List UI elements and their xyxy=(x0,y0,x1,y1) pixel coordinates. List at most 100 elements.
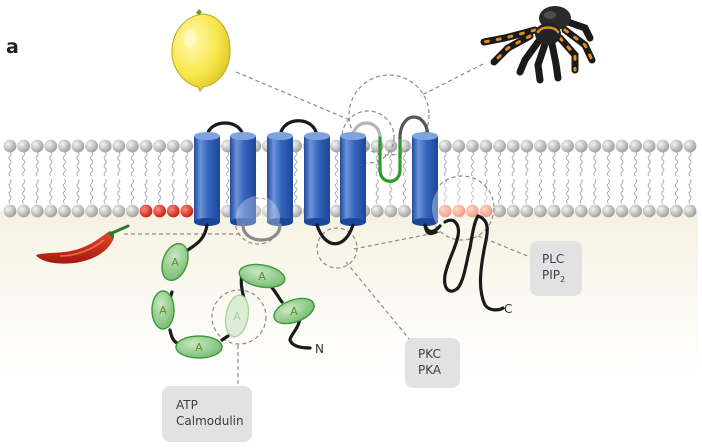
lipid-tail xyxy=(620,151,624,177)
lipid-head xyxy=(629,139,642,153)
lipid-tail xyxy=(511,151,515,177)
lipid-head xyxy=(479,139,493,153)
lipid-head xyxy=(17,204,30,218)
lipid-tail xyxy=(593,151,597,177)
lipid-head xyxy=(85,139,98,153)
lipid-tail xyxy=(606,179,610,204)
ankyrin-repeat: A xyxy=(273,297,315,325)
callout-plc-pip: PIP xyxy=(542,268,561,282)
lipid-tail xyxy=(661,151,665,177)
lipid-head xyxy=(642,139,656,153)
lipid-tail xyxy=(593,179,597,204)
lipid-tail xyxy=(443,151,447,177)
lipid-tail xyxy=(484,151,488,177)
callout-plc-line1: PLC xyxy=(542,252,565,266)
lipid-head xyxy=(58,204,71,218)
lipid-tail xyxy=(674,151,678,177)
callout-plc-sub: 2 xyxy=(560,275,566,284)
lipid-head xyxy=(180,139,194,153)
lipid-head-pip2 xyxy=(452,204,466,218)
helix-s5 xyxy=(340,132,366,226)
lipid-tail xyxy=(525,179,529,204)
lipid-head xyxy=(384,139,398,153)
lipid-tail xyxy=(634,151,638,177)
lipid-head xyxy=(615,204,629,218)
pip2-highlight xyxy=(432,178,492,238)
lipid-tail xyxy=(484,179,488,204)
ankyrin-label: A xyxy=(195,341,203,354)
lipid-tail xyxy=(294,151,298,177)
ankyrin-repeat: A xyxy=(224,294,250,338)
lipid-head xyxy=(166,139,180,153)
lipid-head xyxy=(642,204,656,218)
c-terminal-start xyxy=(423,223,438,236)
lipid-head xyxy=(370,139,384,153)
loop-pore-s6 xyxy=(398,115,430,140)
lipid-head xyxy=(3,204,17,218)
lipid-head xyxy=(629,204,642,218)
lipid-tail xyxy=(552,151,556,177)
lipid-tail xyxy=(185,151,189,177)
lipid-tail xyxy=(498,179,502,204)
pore-loop xyxy=(378,136,402,183)
lipid-tail xyxy=(674,179,678,204)
loop-s2-s3 xyxy=(241,223,282,242)
panel-label: a xyxy=(6,36,19,58)
lipid-tail xyxy=(647,179,651,204)
lipid-tail xyxy=(566,151,570,177)
calmodulin-highlight xyxy=(236,196,280,240)
lipid-head xyxy=(683,139,697,153)
lipid-head xyxy=(547,139,561,153)
lipid-head xyxy=(493,139,506,153)
lipid-head xyxy=(30,139,44,153)
lipid-tail xyxy=(661,179,665,204)
lipid-head xyxy=(58,139,71,153)
lipid-head xyxy=(506,204,520,218)
c-terminus-label: C xyxy=(504,302,512,316)
lipid-head xyxy=(44,139,58,153)
site-circle-pkc xyxy=(316,227,358,269)
lipid-tail xyxy=(457,151,461,177)
lipid-head xyxy=(588,204,602,218)
lipid-head-pip2 xyxy=(479,204,493,218)
lipid-tail xyxy=(90,179,94,204)
site-circle-atp xyxy=(211,289,267,345)
leader-pkc xyxy=(345,261,411,341)
lipid-tail xyxy=(634,179,638,204)
lipid-tail xyxy=(334,151,338,177)
lipid-head-red xyxy=(180,204,194,218)
lipid-head xyxy=(153,139,167,153)
lipid-tail xyxy=(158,151,162,177)
lipid-head xyxy=(370,204,384,218)
lipid-head xyxy=(683,204,697,218)
lipid-head xyxy=(588,139,602,153)
n-terminus-label: N xyxy=(315,342,324,356)
helix-s6 xyxy=(412,132,438,226)
lipid-head xyxy=(615,139,629,153)
lipid-tail xyxy=(49,179,53,204)
lipid-tail xyxy=(579,151,583,177)
lipid-tail xyxy=(171,151,175,177)
lipid-head-red xyxy=(166,204,180,218)
ankyrin-repeat: A xyxy=(151,290,175,330)
lipid-head xyxy=(466,139,479,153)
ankyrin-label: A xyxy=(290,305,298,318)
lipid-head xyxy=(125,204,139,218)
lipid-head xyxy=(139,139,153,153)
lipid-tail xyxy=(8,179,12,204)
leader-spider xyxy=(419,63,484,97)
transmembrane-helices xyxy=(194,132,438,226)
lipid-head-pip2 xyxy=(438,204,452,218)
lipid-tail xyxy=(606,151,610,177)
lipid-tail xyxy=(35,151,39,177)
lipid-head xyxy=(71,139,85,153)
lipid-tail xyxy=(226,179,230,204)
lipid-head xyxy=(493,204,506,218)
ankyrin-label: A xyxy=(171,256,179,269)
lipid-head xyxy=(330,139,343,153)
lipid-tail xyxy=(35,179,39,204)
lipid-tail xyxy=(8,151,12,177)
site-circle-acid xyxy=(341,110,395,164)
